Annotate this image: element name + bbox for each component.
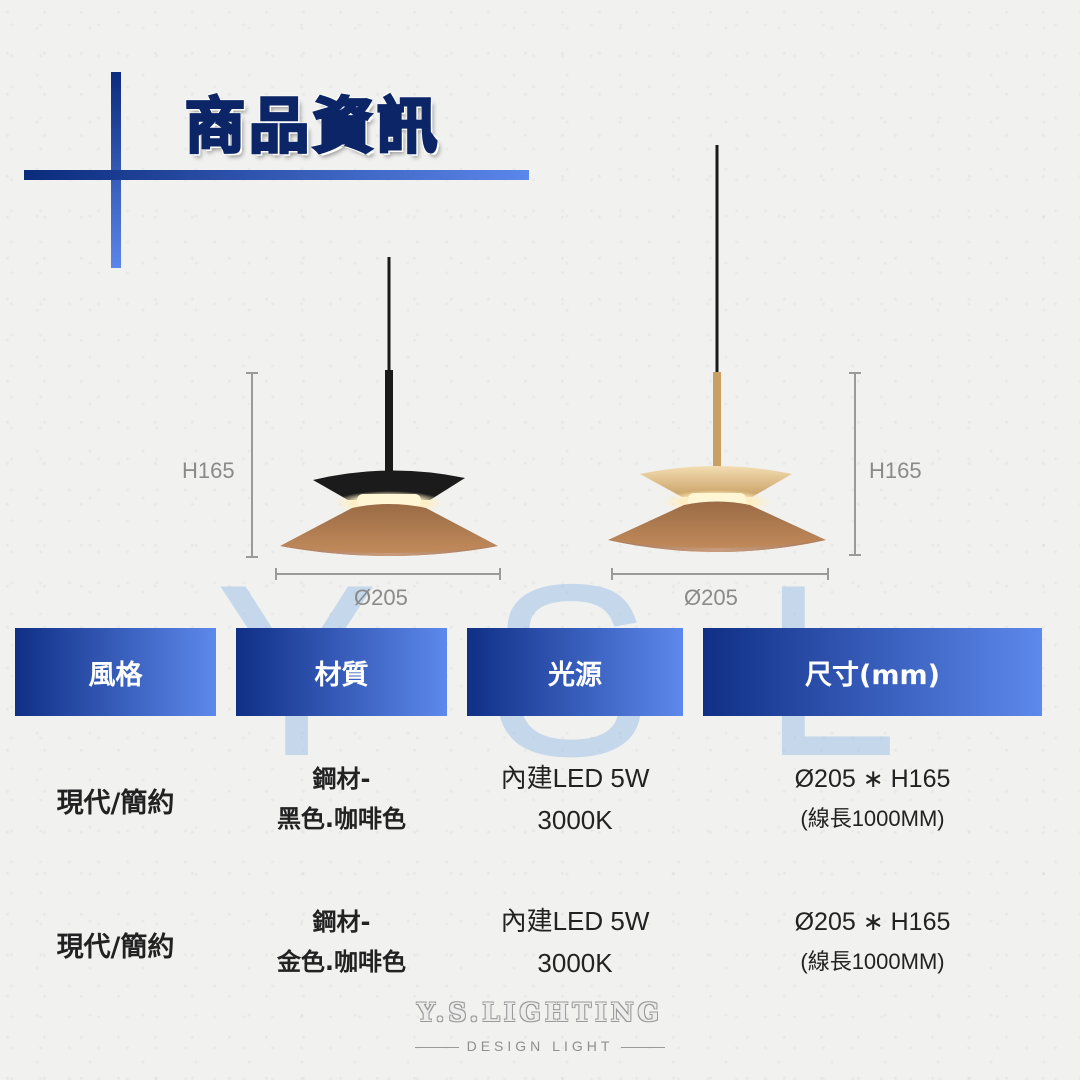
row2-style: 現代/簡約: [56, 932, 175, 963]
dimension-lines: [246, 372, 861, 580]
row2-light: 內建LED 5W 3000K: [467, 900, 683, 984]
row1-material: 鋼材- 黑色.咖啡色: [236, 759, 447, 839]
brand-tagline: DESIGN LIGHT: [0, 1038, 1080, 1054]
row2-material-line2: 金色.咖啡色: [276, 948, 407, 976]
row1-style: 現代/簡約: [56, 788, 175, 819]
lamp-gold-height-label: H165: [869, 458, 922, 483]
row1-light-line1: 內建LED 5W: [500, 763, 650, 793]
header-material: 材質: [236, 628, 447, 716]
page-title: 商品資訊: [184, 91, 441, 164]
title-horizontal-bar: [24, 170, 529, 180]
row2-size: Ø205 ∗ H165 (線長1000MM): [703, 902, 1042, 982]
row1-size-line1: Ø205 ∗ H165: [794, 765, 951, 793]
row1-light-line2: 3000K: [537, 805, 613, 835]
lamp-black: [280, 257, 498, 556]
brand-tagline-text: DESIGN LIGHT: [466, 1038, 614, 1054]
row2-size-line1: Ø205 ∗ H165: [794, 908, 951, 936]
row2-material-line1: 鋼材-: [312, 908, 371, 936]
row2-material: 鋼材- 金色.咖啡色: [236, 902, 447, 982]
row2-light-line2: 3000K: [537, 948, 613, 978]
row1-material-line2: 黑色.咖啡色: [276, 805, 407, 833]
lamp-black-diameter-label: Ø205: [354, 585, 408, 610]
brand-logo-text: Y.S.LIGHTING: [417, 998, 663, 1027]
row1-material-line1: 鋼材-: [312, 765, 371, 793]
row1-light: 內建LED 5W 3000K: [467, 757, 683, 841]
lamp-gold: [608, 145, 826, 552]
header-light-source: 光源: [467, 628, 683, 716]
row2-light-line1: 內建LED 5W: [500, 906, 650, 936]
header-style: 風格: [15, 628, 216, 716]
row1-size: Ø205 ∗ H165 (線長1000MM): [703, 759, 1042, 839]
row2-size-line2: (線長1000MM): [800, 949, 945, 974]
lamp-gold-diameter-label: Ø205: [684, 585, 738, 610]
row1-size-line2: (線長1000MM): [800, 806, 945, 831]
lamp-black-height-label: H165: [182, 458, 235, 483]
header-size: 尺寸(mm): [703, 628, 1042, 716]
lamp-illustrations: [246, 145, 861, 580]
